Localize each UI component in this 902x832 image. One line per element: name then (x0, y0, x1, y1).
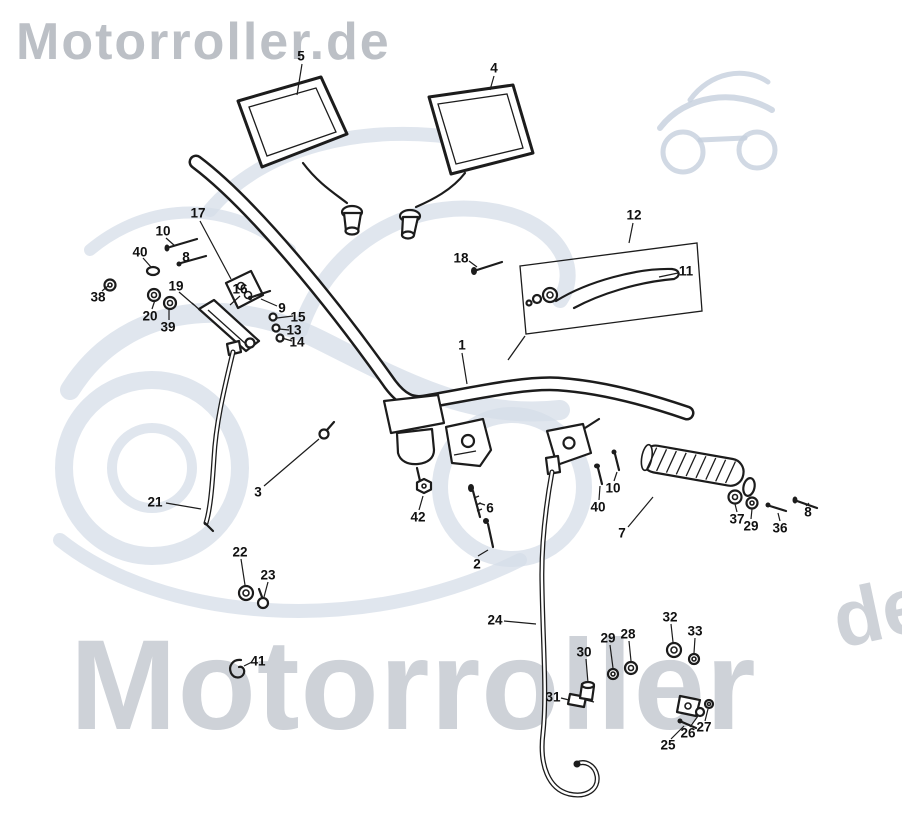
right-switch-housings (444, 417, 621, 486)
handlebar-clamp (382, 393, 446, 495)
throttle-cable (539, 454, 600, 798)
bottom-right-parts (566, 641, 715, 730)
handlebar-tube (188, 154, 695, 421)
brake-lever-detail-box (471, 242, 703, 335)
mirror-left (236, 75, 364, 236)
choke-cable (203, 339, 243, 533)
left-switch-cluster (103, 237, 285, 353)
mirror-right (398, 83, 535, 240)
watermark-footer: Motorroller (70, 614, 757, 757)
throttle-grip (640, 443, 819, 513)
background-scooter-art (53, 126, 592, 618)
scooter-logo-art (657, 70, 778, 175)
leader-lines (101, 63, 810, 740)
cap-part (318, 420, 336, 440)
watermark-header: Motorroller.de (16, 13, 391, 71)
bottom-left-parts (229, 584, 270, 679)
